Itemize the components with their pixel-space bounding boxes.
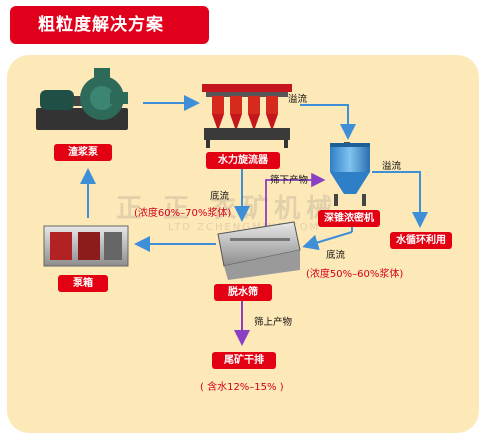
label-thickener: 深锥浓密机 (318, 210, 380, 227)
note-underflow-2: 底流 (326, 250, 346, 261)
note-overflow-1: 溢流 (288, 94, 308, 105)
arrow-overflow-to-thickener (300, 104, 356, 140)
thickener-image (330, 142, 370, 206)
note-underflow-2-detail: (浓度50%–60%浆体) (306, 269, 404, 280)
label-dewatering-screen: 脱水筛 (214, 284, 272, 301)
hydrocyclone-image (202, 84, 292, 148)
label-water-recycle: 水循环利用 (390, 232, 452, 249)
label-pump-box: 泵箱 (58, 275, 108, 292)
arrow-overflow-to-recycle (372, 171, 428, 228)
watermark: 正 正 衣矿机械 (116, 194, 339, 224)
label-tailings-dry-discharge: 尾矿干排 (212, 352, 276, 369)
arrow-undersize-to-thickener (265, 172, 326, 226)
page-title: 粗粒度解决方案 (10, 6, 209, 44)
note-underflow-1-detail: (浓度60%–70%浆体) (134, 208, 232, 219)
note-undersize: 筛下产物 (270, 175, 309, 186)
slurry-pump-image (36, 68, 128, 130)
label-hydrocyclone: 水力旋流器 (206, 152, 280, 169)
note-underflow-1: 底流 (210, 191, 230, 202)
pump-box-image (43, 225, 129, 267)
label-slurry-pump: 渣浆泵 (54, 144, 112, 161)
arrow-thickener-underflow-to-screen (302, 231, 353, 251)
note-oversize: 筛上产物 (254, 317, 293, 328)
note-overflow-2: 溢流 (382, 161, 402, 172)
dewatering-screen-image (217, 221, 301, 280)
note-moisture: ( 含水12%–15% ) (200, 382, 284, 393)
watermark-url: LTD ZCHENGMINE.COM (168, 222, 321, 233)
